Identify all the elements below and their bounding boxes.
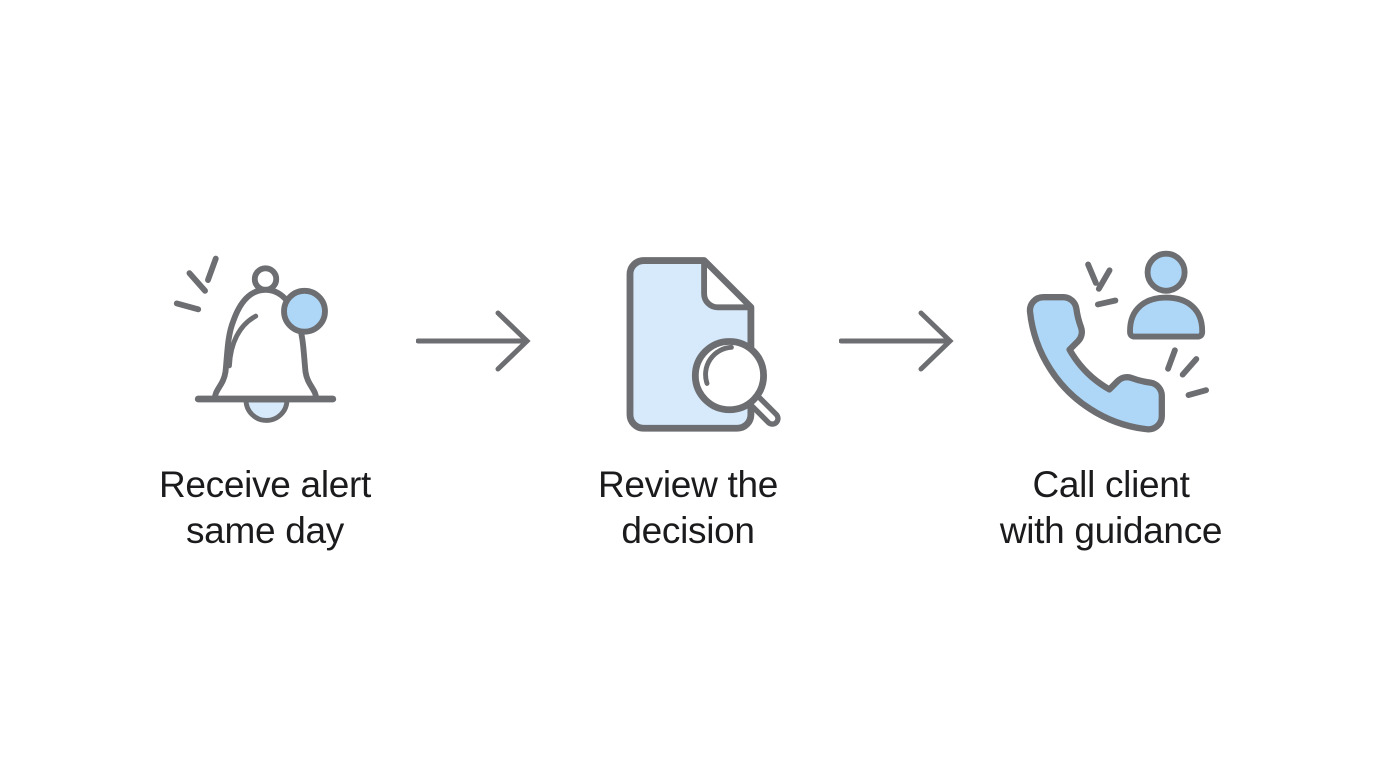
step-label-call-client: Call client with guidance — [999, 462, 1223, 554]
bell-rays — [173, 255, 219, 313]
step-label-receive-alert: Receive alert same day — [159, 462, 371, 554]
person-shoulders — [1126, 294, 1205, 340]
phone-rays-top — [1084, 261, 1118, 308]
step-receive-alert: Receive alert same day — [115, 243, 415, 554]
arrow-right-icon — [415, 305, 538, 377]
phone-rays-bottom — [1164, 347, 1209, 399]
document-fold — [700, 257, 754, 311]
arrow-right-icon — [838, 305, 961, 377]
document-magnifier-icon — [591, 243, 786, 438]
phone-call-icon — [1014, 243, 1209, 438]
person-head — [1144, 250, 1188, 294]
bell-ring — [251, 265, 279, 293]
label-line: Call client — [1032, 464, 1190, 505]
step-label-review-decision: Review the decision — [598, 462, 778, 554]
label-line: Receive alert — [158, 464, 372, 505]
magnifier-highlight — [702, 344, 734, 386]
phone-handset — [1026, 294, 1165, 433]
flow-row: Receive alert same day — [115, 243, 1261, 554]
label-line: with guidance — [999, 510, 1223, 551]
bell-notification-icon — [168, 243, 363, 438]
bell-clapper — [243, 397, 289, 423]
step-review-decision: Review the decision — [538, 243, 838, 554]
label-line: same day — [185, 510, 344, 551]
step-call-client: Call client with guidance — [961, 243, 1261, 554]
bell-notification-dot — [280, 287, 328, 335]
label-line: decision — [621, 510, 755, 551]
bell-highlight — [226, 313, 258, 369]
label-line: Review the — [597, 464, 779, 505]
